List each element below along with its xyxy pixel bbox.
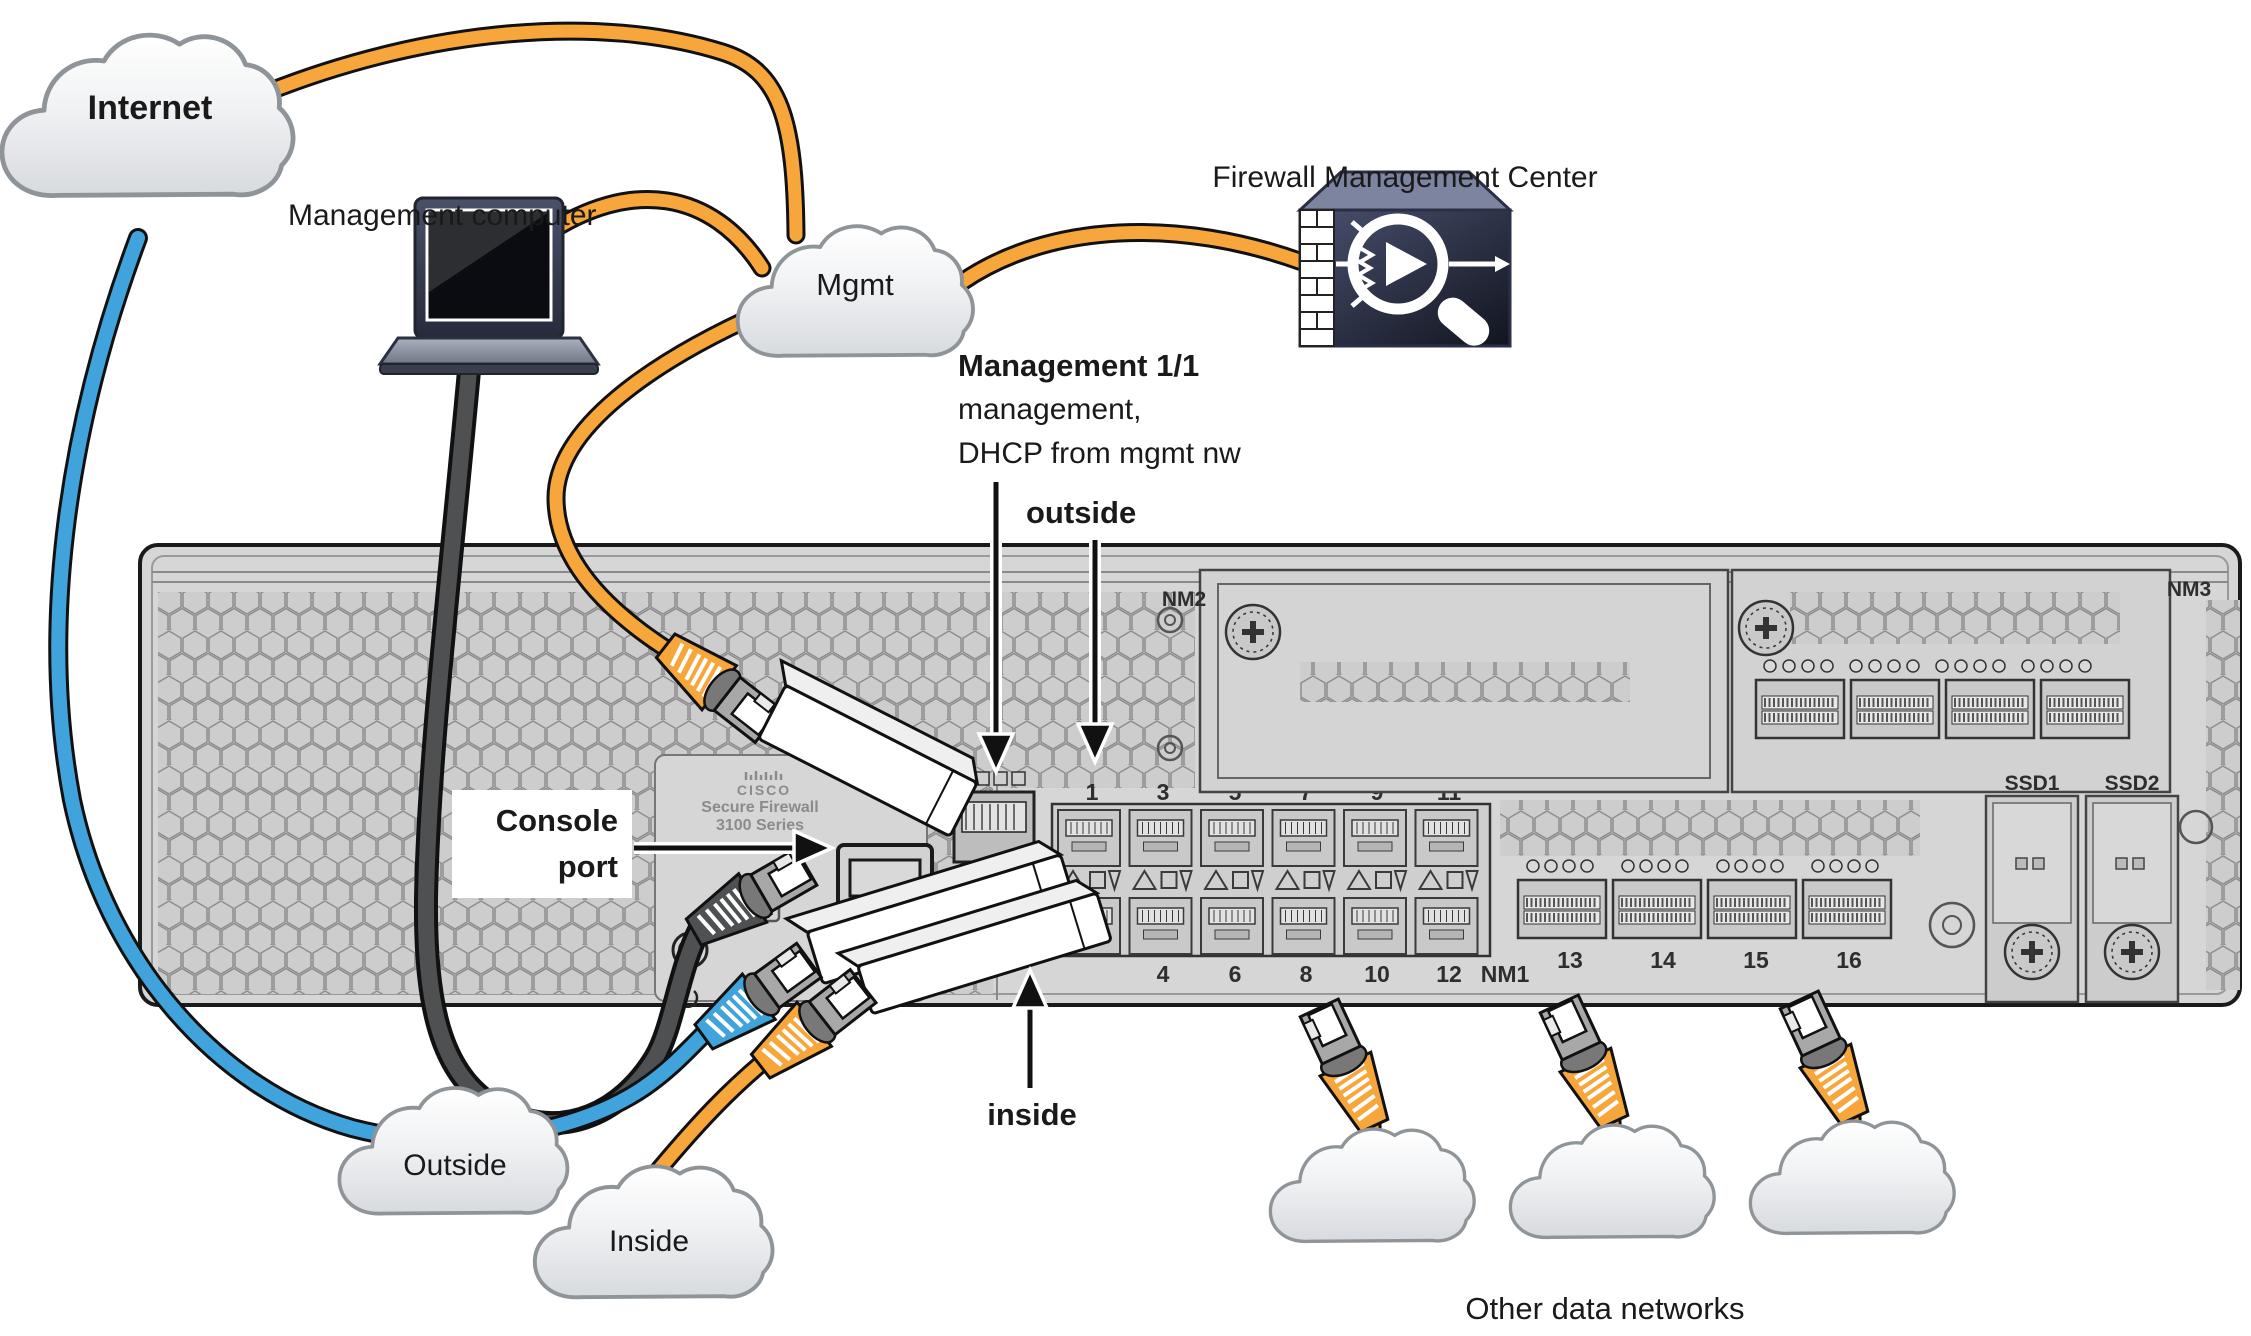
module-label-ssd2: SSD2 [2105,772,2160,795]
port-number: 13 [1557,947,1583,973]
outside-cloud-label: Outside [403,1149,507,1182]
console-port-arrow [634,828,837,868]
firewall-management-center-icon [1296,170,1514,348]
port-number: 14 [1650,947,1676,973]
callout-arrows [634,482,1115,1088]
module-label-nm1: NM1 [1481,961,1530,987]
nm3-port-leds [1763,659,2092,673]
cable-inside [642,1052,773,1188]
cable-outside [48,228,716,1151]
outside-interface-arrow [1075,540,1115,767]
outside-interface-label: outside [1026,495,1137,530]
console-port-line2: port [557,849,618,884]
port-number: 16 [1836,947,1862,973]
port-number: 8 [1300,961,1313,987]
data-network-cloud-1-icon [1268,1127,1476,1244]
module-label-ssd1: SSD1 [2005,772,2060,795]
port-number: 10 [1364,961,1390,987]
module-label-nm3: NM3 [2167,578,2211,601]
port-number: 6 [1229,961,1242,987]
mgmt-adapter-module [758,657,980,837]
mgmt-interface-arrow [976,482,1016,777]
inside-interface-arrow [1010,965,1050,1088]
cable-console [413,348,712,1135]
data-network-cloud-2-icon [1508,1123,1716,1240]
other-data-networks-label: Other data networks [1465,1291,1745,1326]
ssd1-drive [1984,794,2080,1004]
management-interface-line2: management, [958,393,1142,426]
port-number: 1 [1086,779,1099,805]
cable-mgmt-to-fmc [952,222,1312,292]
ssd-bays [1928,794,2214,1004]
port-number: 12 [1436,961,1462,987]
port-number: 15 [1743,947,1769,973]
brick-wall-icon [1299,209,1335,347]
mgmt-cloud-label: Mgmt [816,267,894,302]
management-interface-line3: DHCP from mgmt nw [958,437,1241,470]
console-port-callout: Console port [452,790,632,898]
inspection-magnifier-icon [1336,213,1510,346]
management-computer-label: Management computer [288,199,597,232]
vent-strip-center [1500,800,1920,856]
cisco-logo-icon [744,771,783,780]
connectors [646,621,1112,1091]
inside-interface-label: inside [987,1097,1077,1132]
chassis-product: Secure Firewall [701,799,818,816]
console-port-line1: Console [495,803,618,838]
chassis-brand: CISCO [737,782,791,798]
cable-mgmt-to-management-port [546,298,782,692]
data-network-cloud-3-icon [1748,1119,1956,1236]
sfp-port-block [1050,802,1492,958]
management-computer-icon [377,196,601,375]
module-label-nm2: NM2 [1162,588,1206,611]
management-interface-callout: Management 1/1 management, DHCP from mgm… [958,344,1241,476]
fmc-label: Firewall Management Center [1212,161,1598,194]
inside-sfp-module [834,878,1112,1015]
port-number: 3 [1157,779,1170,805]
port-number: 4 [1157,961,1170,987]
inside-cloud-label: Inside [608,1225,690,1258]
chassis-series: 3100 Series [716,817,804,834]
internet-label: Internet [87,89,213,127]
cable-laptop-to-mgmt [535,189,772,278]
cables [48,21,1312,1188]
vent-strip-right [2206,600,2240,990]
cable-internet-to-mgmt [258,21,806,245]
qsfp-ports-13-16 [1518,859,1891,938]
network-module-nm3 [1730,568,2172,794]
network-module-bay-nm2 [1198,568,1730,794]
ssd2-drive [2084,794,2180,1004]
management-interface-title: Management 1/1 [958,348,1200,383]
